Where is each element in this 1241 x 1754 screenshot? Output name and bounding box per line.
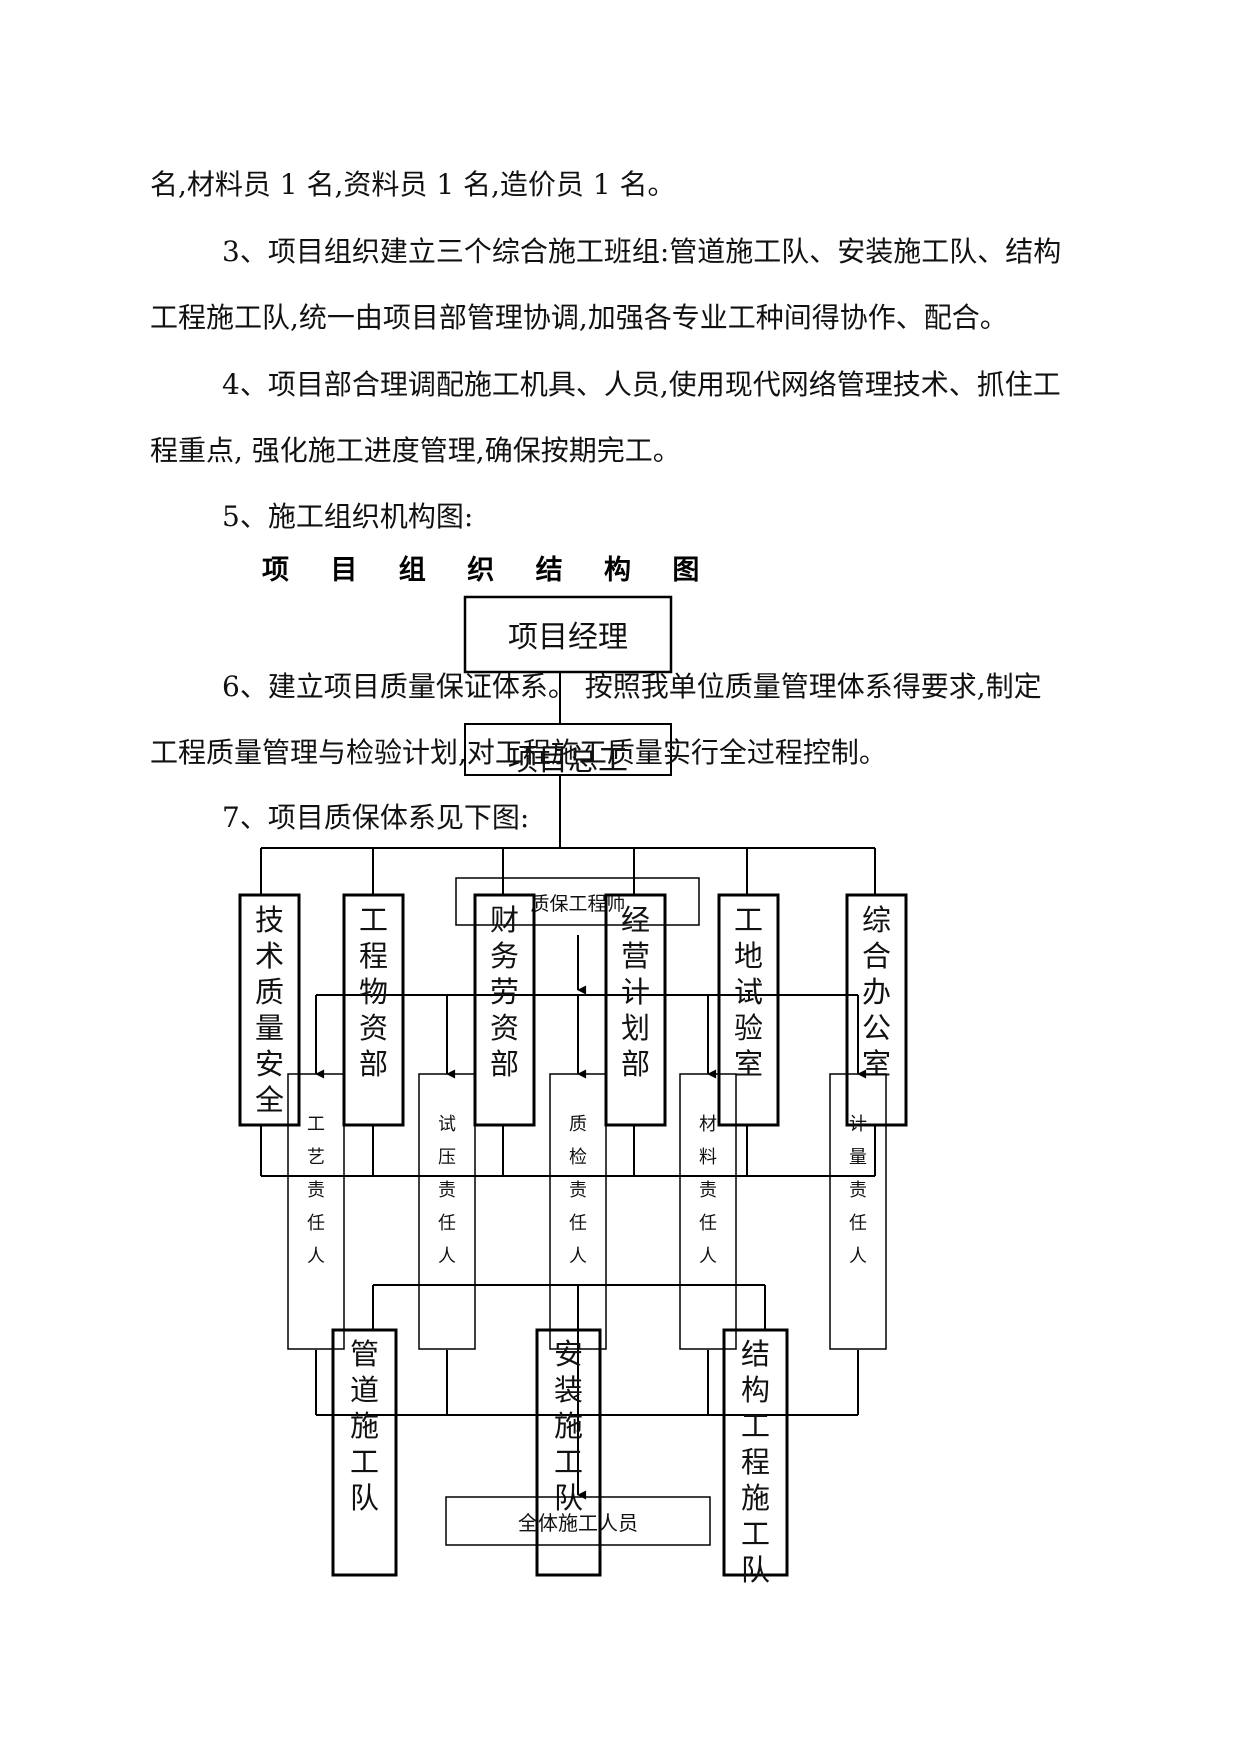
team-box-2-label: 安装施工队 <box>554 1337 583 1515</box>
paragraph-line-5: 程重点, 强化施工进度管理,确保按期完工。 <box>150 434 681 467</box>
department-box-4: 经营计划部 <box>604 893 667 1127</box>
responsible-box-1: 工艺责任人 <box>287 1073 345 1350</box>
all-staff-label: 全体施工人员 <box>518 1511 638 1535</box>
department-box-5: 工地试验室 <box>717 893 780 1127</box>
responsible-box-2-label: 试压责任人 <box>438 1114 456 1267</box>
paragraph-line-1: 名,材料员 1 名,资料员 1 名,造价员 1 名。 <box>150 168 676 201</box>
department-box-3-label: 财务劳资部 <box>490 903 519 1081</box>
team-box-1: 管道施工队 <box>331 1328 398 1577</box>
team-box-3-label: 结构工程施工队 <box>741 1337 770 1587</box>
paragraph-line-3: 工程施工队,统一由项目部管理协调,加强各专业工种间得协作、配合。 <box>150 301 1008 334</box>
department-box-2-frame <box>342 893 405 1127</box>
department-box-4-frame <box>604 893 667 1127</box>
responsible-box-2-frame <box>418 1073 476 1350</box>
responsible-box-4-frame <box>679 1073 737 1350</box>
chief-engineer-box <box>464 723 672 776</box>
qa-engineer-label: 质保工程师 <box>530 893 625 915</box>
responsible-box-1-label: 工艺责任人 <box>307 1114 325 1267</box>
arrow-lines <box>315 935 867 1500</box>
paragraph-line-6: 5、施工组织机构图: <box>222 500 474 533</box>
qa-engineer-box <box>455 877 700 926</box>
department-box-2: 工程物资部 <box>342 893 405 1127</box>
paragraph-line-7: 6、建立项目质量保证体系。 按照我单位质量管理体系得要求,制定 <box>222 670 1042 703</box>
responsible-box-3-frame <box>549 1073 607 1350</box>
team-box-1-label: 管道施工队 <box>350 1337 379 1515</box>
department-box-6: 综合办公室 <box>845 893 908 1127</box>
department-box-6-label: 综合办公室 <box>862 903 891 1081</box>
team-box-3-frame <box>722 1328 789 1577</box>
department-box-5-frame <box>717 893 780 1127</box>
department-box-1-frame <box>238 893 301 1127</box>
responsible-box-5-label: 计量责任人 <box>849 1114 867 1267</box>
responsible-box-3: 质检责任人 <box>549 1073 607 1350</box>
responsible-person-boxes: 工艺责任人 试压责任人 质检责任人 材料责任人 计量责任人 <box>287 1073 887 1350</box>
team-box-1-frame <box>331 1328 398 1577</box>
all-staff-box <box>445 1496 711 1546</box>
manager-label: 项目经理 <box>508 620 628 655</box>
paragraph-line-9: 7、项目质保体系见下图: <box>222 801 530 834</box>
department-box-1-label: 技术质量安全 <box>255 903 284 1117</box>
paragraph-line-4: 4、项目部合理调配施工机具、人员,使用现代网络管理技术、抓住工 <box>222 368 1061 401</box>
department-box-3: 财务劳资部 <box>473 893 536 1127</box>
responsible-box-4-label: 材料责任人 <box>699 1114 717 1267</box>
team-box-2: 安装施工队 <box>535 1328 602 1577</box>
responsible-box-5-frame <box>829 1073 887 1350</box>
team-box-2-frame <box>535 1328 602 1577</box>
paragraph-line-2: 3、项目组织建立三个综合施工班组:管道施工队、安装施工队、结构 <box>222 235 1062 268</box>
team-boxes: 管道施工队 安装施工队 结构工程施工队 <box>331 1328 789 1587</box>
responsible-box-3-label: 质检责任人 <box>569 1114 587 1267</box>
responsible-box-2: 试压责任人 <box>418 1073 476 1350</box>
connector-lines <box>260 672 876 1416</box>
department-box-3-frame <box>473 893 536 1127</box>
department-box-1: 技术质量安全 <box>238 893 301 1127</box>
department-box-5-label: 工地试验室 <box>734 903 763 1081</box>
responsible-box-5: 计量责任人 <box>829 1073 887 1350</box>
paragraph-line-8: 工程质量管理与检验计划,对工程施工质量实行全过程控制。 <box>150 736 887 769</box>
department-box-2-label: 工程物资部 <box>359 903 388 1081</box>
team-box-3: 结构工程施工队 <box>722 1328 789 1587</box>
department-box-6-frame <box>845 893 908 1127</box>
responsible-box-4: 材料责任人 <box>679 1073 737 1350</box>
manager-box <box>463 595 673 674</box>
responsible-box-1-frame <box>287 1073 345 1350</box>
chief-engineer-label: 项目总工 <box>508 743 628 778</box>
department-boxes: 技术质量安全 工程物资部 财务劳资部 经营计划部 工地试验室 综合办公室 <box>238 893 908 1127</box>
department-box-4-label: 经营计划部 <box>621 903 650 1081</box>
chart-heading: 项 目 组 织 结 构 图 <box>262 555 716 586</box>
